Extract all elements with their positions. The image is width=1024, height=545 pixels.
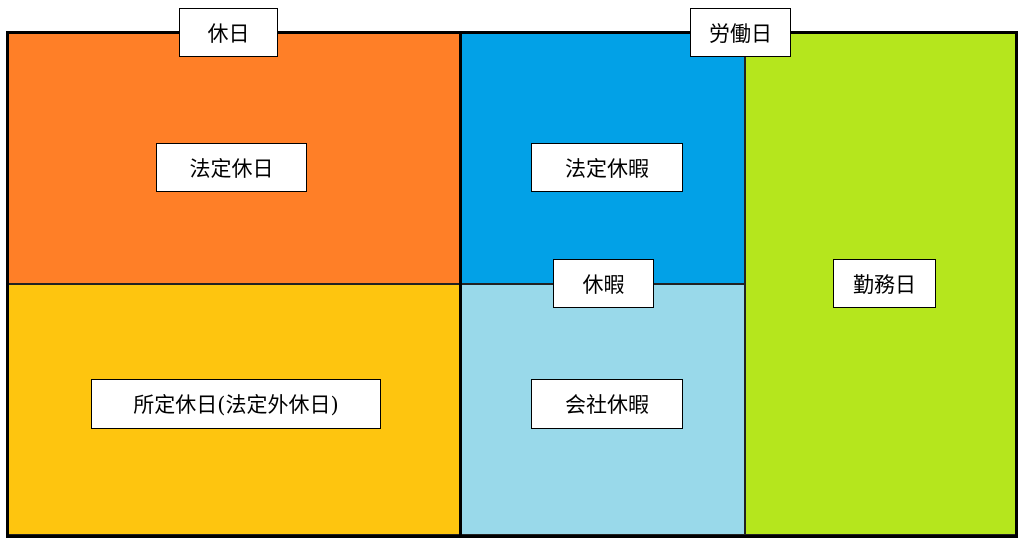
- leave-label: 休暇: [553, 259, 654, 308]
- workday-label: 勤務日: [833, 259, 936, 308]
- legal-leave-label: 法定休暇: [531, 143, 683, 192]
- legal-holiday-label: 法定休日: [156, 143, 307, 192]
- holiday-group-label: 休日: [179, 8, 278, 57]
- working-day-group-label: 労働日: [690, 8, 791, 57]
- group-divider: [459, 31, 462, 538]
- prescribed-holiday-label: 所定休日(法定外休日): [91, 379, 381, 429]
- company-leave-label: 会社休暇: [531, 379, 683, 429]
